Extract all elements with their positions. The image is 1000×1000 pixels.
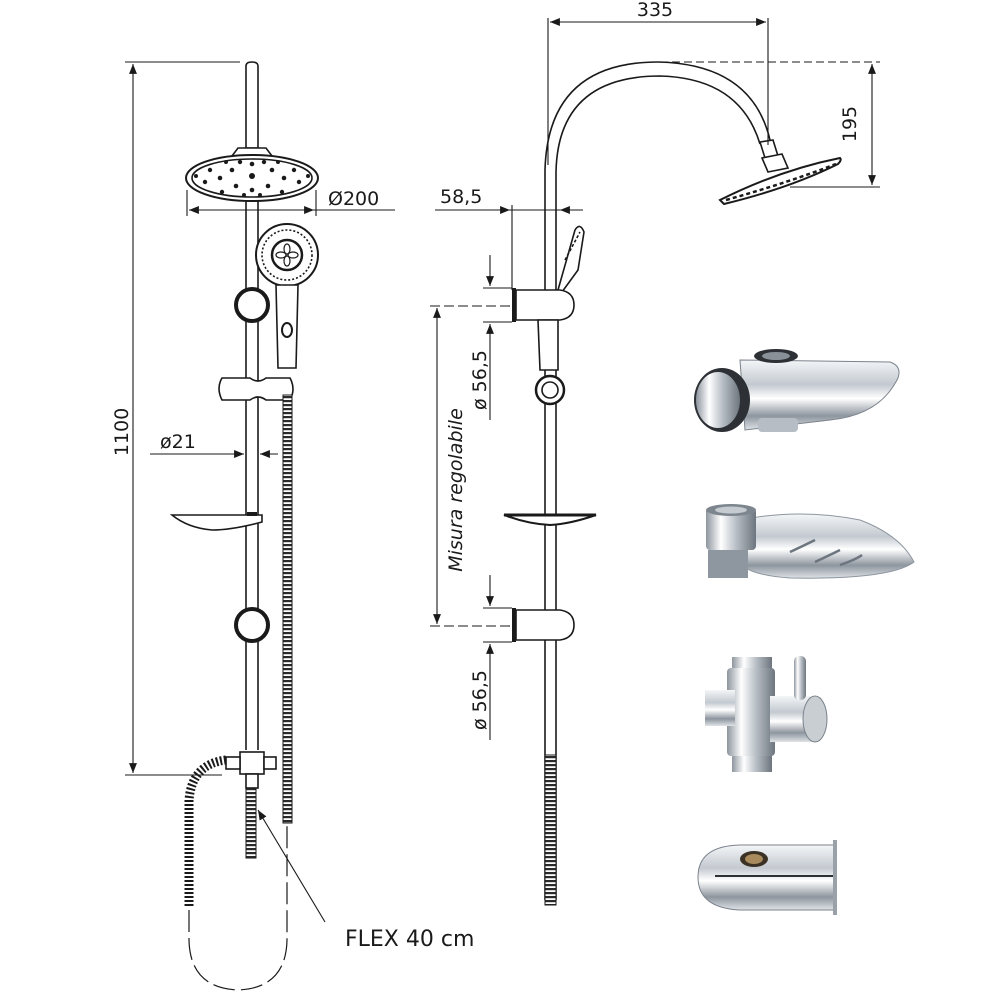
wall-bracket-cover-photo bbox=[697, 840, 837, 915]
arm-drop-label: 195 bbox=[839, 106, 861, 142]
soap-dish-photo bbox=[706, 504, 915, 579]
front-view bbox=[169, 61, 319, 991]
side-view-dimensions bbox=[430, 18, 880, 740]
front-view-dimensions bbox=[125, 61, 395, 923]
rain-head-diameter-label: Ø200 bbox=[328, 188, 379, 210]
rod-diameter-label: ø21 bbox=[160, 431, 196, 453]
rain-head-nozzles-icon bbox=[194, 159, 310, 197]
lower-bracket-diameter-label: ø 56,5 bbox=[469, 670, 491, 730]
hand-shower-flower-icon bbox=[275, 243, 299, 267]
side-view bbox=[503, 61, 842, 906]
flex-hose-callout: FLEX 40 cm bbox=[345, 927, 474, 952]
arm-reach-label: 335 bbox=[637, 0, 673, 21]
wall-offset-label: 58,5 bbox=[440, 186, 482, 208]
upper-bracket-diameter-label: ø 56,5 bbox=[469, 350, 491, 410]
diverter-valve-photo bbox=[705, 656, 828, 772]
adjustable-length-label: Misura regolabile bbox=[445, 408, 467, 572]
sliding-holder-photo bbox=[694, 349, 900, 432]
total-height-label: 1100 bbox=[111, 408, 133, 456]
